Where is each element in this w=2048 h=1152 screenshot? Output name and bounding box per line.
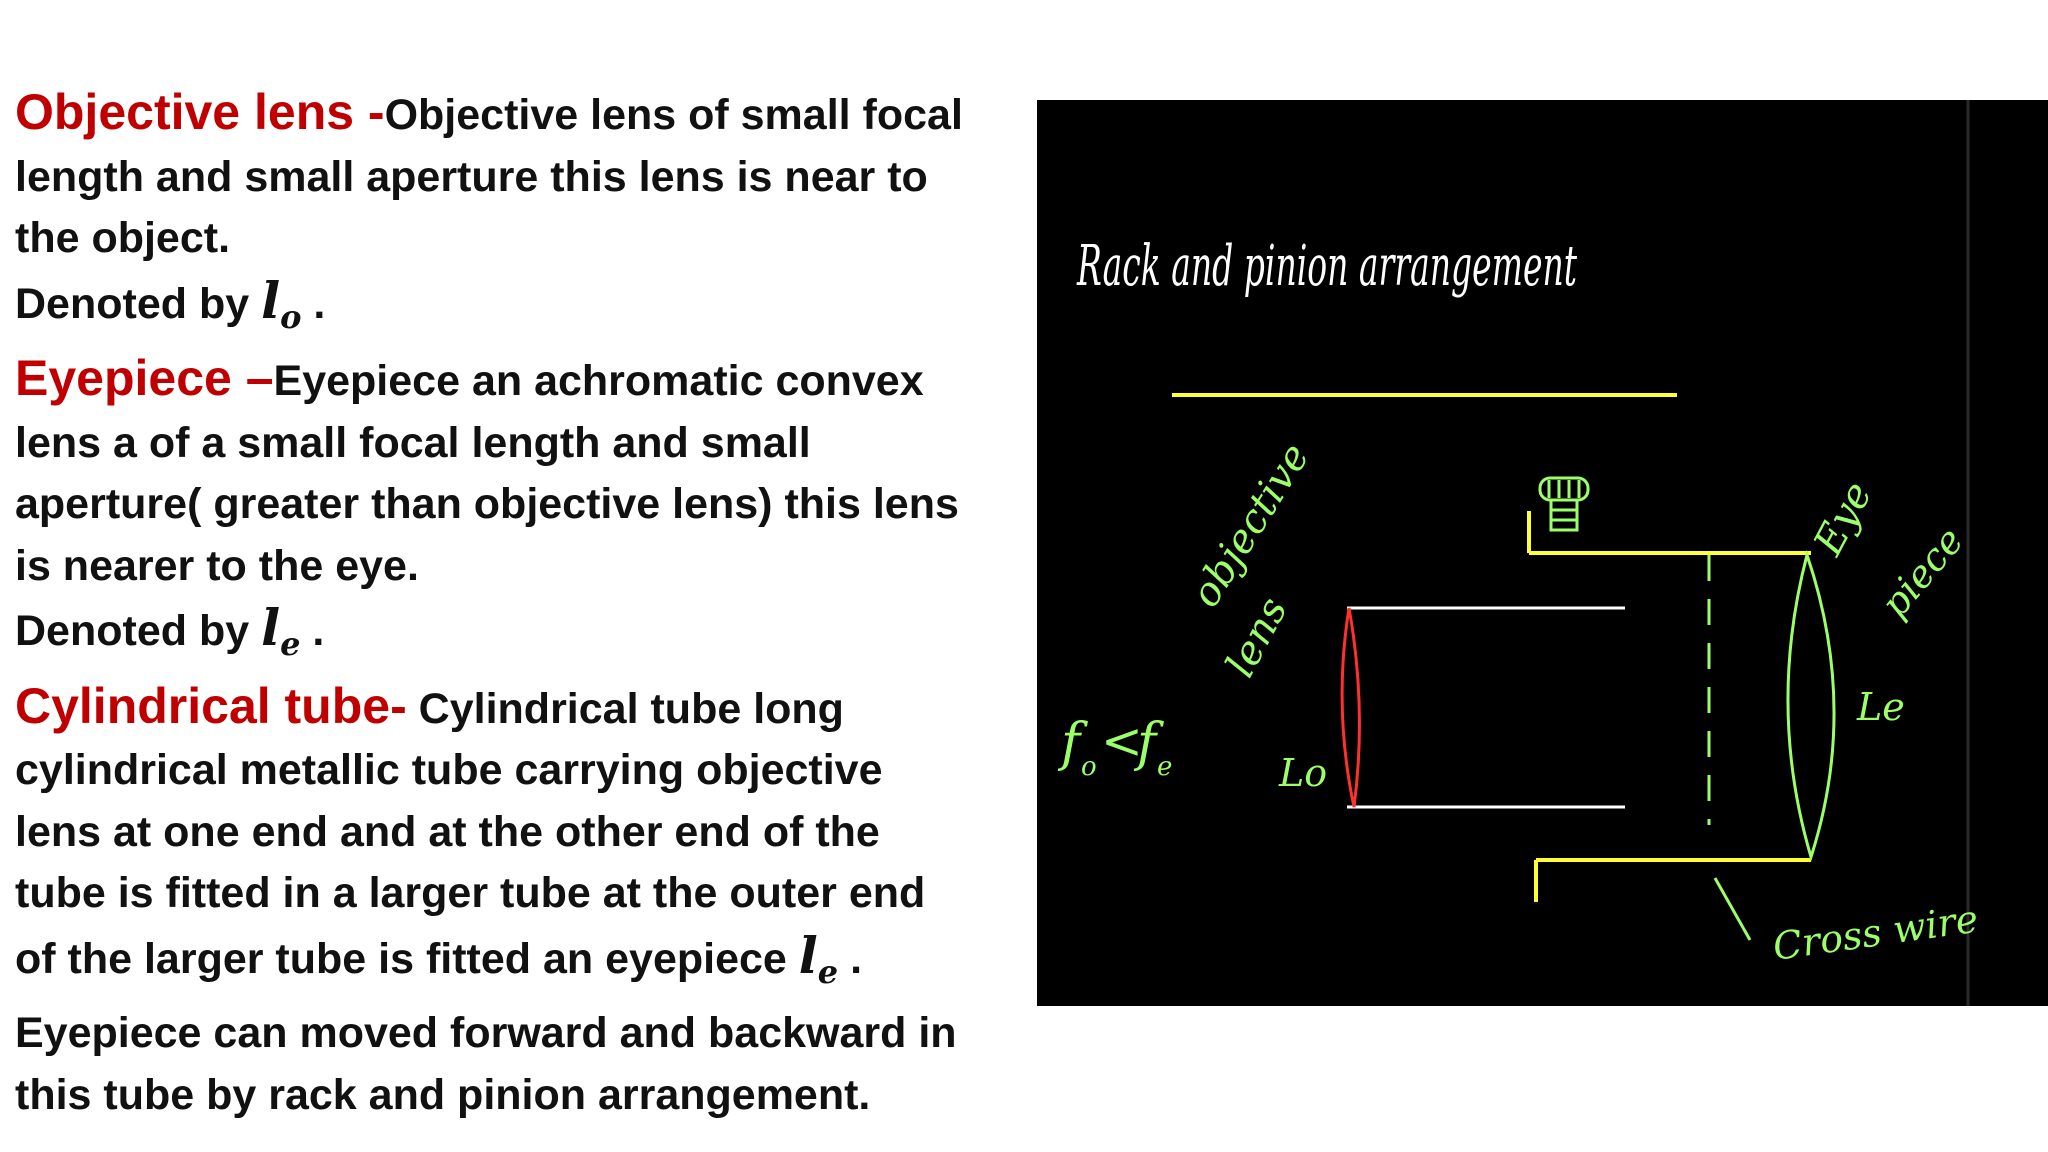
eyepiece-text: Eyepiece an achromatic convex xyxy=(273,357,924,405)
objective-lens-paragraph-line-1: Objective lens -Objective lens of small … xyxy=(15,82,1025,147)
tube-line-7: this tube by rack and pinion arrangement… xyxy=(15,1070,871,1119)
tube-line-4: tube is fitted in a larger tube at the o… xyxy=(15,869,926,917)
relation-subscript-e: e xyxy=(1157,752,1172,782)
eyepiece-symbol: le xyxy=(261,598,300,663)
eyepiece-symbol-letter: l xyxy=(261,598,281,657)
inner-tube xyxy=(1347,606,1625,809)
relation-subscript-o: o xyxy=(1081,752,1097,782)
label-lo: Lo xyxy=(1278,751,1327,795)
objective-lens-shape xyxy=(1340,607,1361,808)
eyepiece-line-2: lens a of a small focal length and small xyxy=(15,418,811,467)
eyepiece-line-4: is nearer to the eye. xyxy=(15,541,419,590)
outer-tube xyxy=(1527,511,1811,902)
tube-line-5-prefix: of the larger tube is fitted an eyepiece xyxy=(15,934,799,983)
eyepiece-lens-shape xyxy=(1786,549,1836,863)
tube-text: Cylindrical tube long xyxy=(406,684,844,733)
text-block: Objective lens -Objective lens of small … xyxy=(15,82,1025,1126)
tube-symbol: le xyxy=(798,925,838,991)
label-eye: Eye xyxy=(1805,474,1882,563)
tube-symbol-subscript: e xyxy=(817,952,839,991)
objective-lens-text: Objective lens of small focal xyxy=(384,91,963,139)
label-objective: objective xyxy=(1182,435,1318,615)
objective-symbol-letter: l xyxy=(261,270,281,330)
relation-less-than: < xyxy=(1101,712,1143,770)
tube-line-5: of the larger tube is fitted an eyepiece… xyxy=(15,925,1025,1004)
tube-line-2: cylindrical metallic tube carrying objec… xyxy=(15,746,883,794)
diagram-title: Rack and pinion arrangement xyxy=(1076,234,1577,299)
objective-symbol-subscript: o xyxy=(280,297,302,336)
tube-line-3: lens at one end and at the other end of … xyxy=(15,807,880,856)
eyepiece-paragraph-line-1: Eyepiece –Eyepiece an achromatic convex xyxy=(15,348,1025,413)
cylindrical-tube-heading: Cylindrical tube- xyxy=(15,677,407,734)
tube-symbol-letter: l xyxy=(798,925,818,985)
label-lens: lens xyxy=(1217,590,1296,685)
eyepiece-denoted-suffix: . xyxy=(300,607,325,655)
eyepiece-denoted-line: Denoted by le . xyxy=(15,597,1025,676)
focal-relation: f o < f e xyxy=(1057,712,1172,782)
objective-symbol: lo xyxy=(261,270,301,336)
tube-line-6: Eyepiece can moved forward and backward … xyxy=(15,1009,957,1057)
objective-denoted-prefix: Denoted by xyxy=(15,279,262,328)
label-cross-wire: Cross wire xyxy=(1770,897,1981,969)
blackboard-diagram: Rack and pinion arrangement xyxy=(1037,100,2048,1006)
objective-denoted-suffix: . xyxy=(301,279,326,328)
objective-lens-line-2: length and small aperture this lens is n… xyxy=(15,152,928,201)
objective-lens-line-3: the object. xyxy=(15,214,231,262)
label-le: Le xyxy=(1856,685,1905,729)
label-piece: piece xyxy=(1872,519,1972,626)
objective-denoted-line: Denoted by lo . xyxy=(15,270,1025,349)
pinion-screw-icon xyxy=(1538,476,1590,532)
eyepiece-heading: Eyepiece – xyxy=(15,350,274,406)
objective-lens-heading: Objective lens - xyxy=(15,84,385,140)
tube-paragraph-line-1: Cylindrical tube- Cylindrical tube long xyxy=(15,676,1025,741)
tube-line-5-suffix: . xyxy=(838,934,863,983)
eyepiece-symbol-subscript: e xyxy=(280,625,301,663)
eyepiece-denoted-prefix: Denoted by xyxy=(15,607,262,655)
telescope-diagram-svg: Rack and pinion arrangement xyxy=(1057,100,1981,1006)
eyepiece-line-3: aperture( greater than objective lens) t… xyxy=(15,480,959,528)
cross-wire-pointer xyxy=(1713,877,1752,941)
